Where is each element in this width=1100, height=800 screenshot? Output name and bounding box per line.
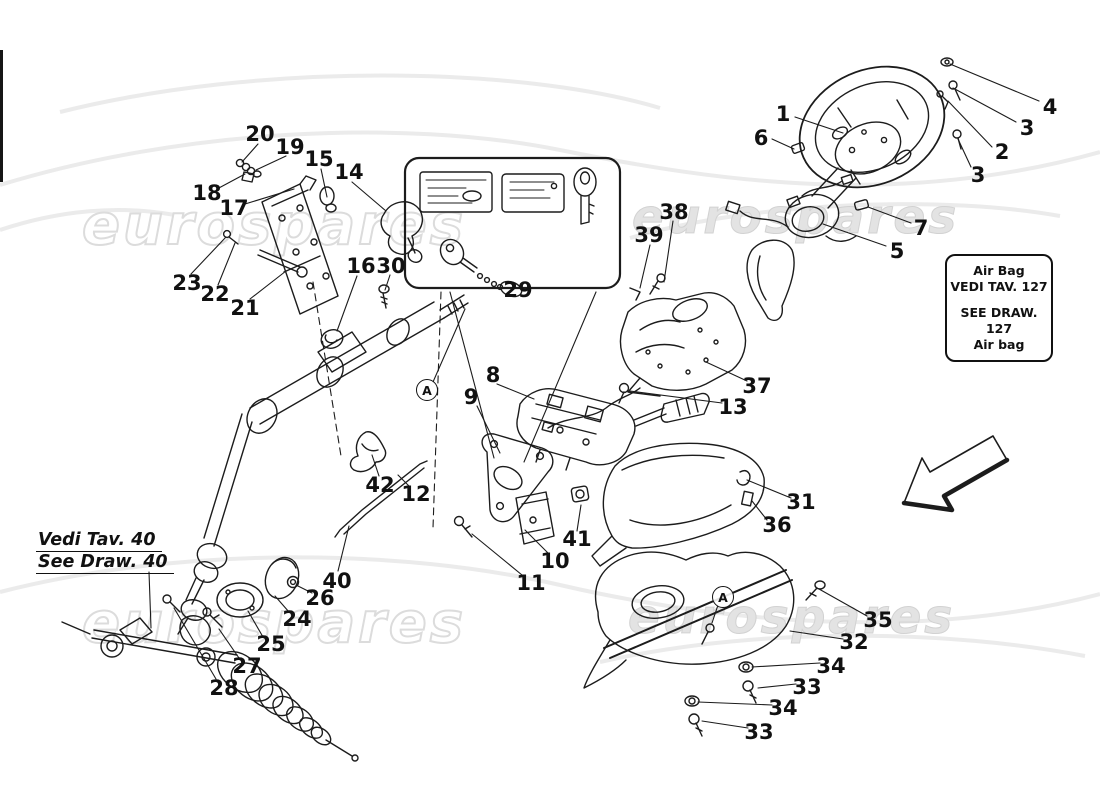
part-number-callout: 15 [304,147,334,171]
assembly-view-marker: A [416,379,438,401]
joint-cluster [162,556,300,628]
part-number-callout: 3 [1019,116,1035,140]
upper-shroud [591,442,765,567]
airbag-reference-box: Air Bag VEDI TAV. 127 SEE DRAW. 127 Air … [945,254,1053,363]
part-number-callout: 33 [744,720,774,744]
part-number-callout: 19 [275,135,305,159]
part-number-callout: 14 [334,160,364,184]
part-number-callout: 8 [485,363,501,387]
part-number-callout: 20 [245,122,275,146]
part-number-callout: 29 [503,278,533,302]
rack-note-line-it: Vedi Tav. 40 [36,530,162,552]
rack-reference-note: Vedi Tav. 40 See Draw. 40 [36,530,174,574]
part-number-callout: 3 [970,163,986,187]
part-number-callout: 34 [816,654,846,678]
part-number-callout: 22 [200,282,230,306]
part-number-callout: 17 [219,196,249,220]
part-number-callout: 38 [659,200,689,224]
direction-arrow [901,435,1010,513]
part-number-callout: 6 [753,126,769,150]
airbag-ref-it: VEDI TAV. 127 [950,278,1048,294]
column-bracket [619,292,747,397]
part-number-callout: 32 [839,630,869,654]
column-tube [177,294,469,635]
part-number-callout: 4 [1042,95,1058,119]
part-number-callout: 1 [775,102,791,126]
lower-shroud [583,551,826,737]
part-number-callout: 24 [282,607,312,631]
part-number-callout: 26 [305,586,335,610]
stalk-paddle [746,239,795,322]
part-number-callout: 33 [792,675,822,699]
part-number-callout: 30 [376,254,406,278]
part-number-callout: 42 [365,473,395,497]
part-number-callout: 35 [863,608,893,632]
part-number-callout: 34 [768,696,798,720]
part-number-callout: 36 [762,513,792,537]
part-number-callout: 10 [540,549,570,573]
part-number-callout: 7 [913,216,929,240]
airbag-title-it: Air Bag [973,263,1025,278]
part-number-callout: 28 [209,676,239,700]
part-number-callout: 37 [742,374,772,398]
part-number-callout: 11 [516,571,546,595]
airbag-ref-en: SEE DRAW. 127 [960,305,1038,336]
steering-rack [61,615,359,762]
part-number-callout: 39 [634,223,664,247]
part-number-callout: 31 [786,490,816,514]
part-number-callout: 27 [232,654,262,678]
part-number-callout: 41 [562,527,592,551]
airbag-title-en: Air bag [973,336,1025,352]
scan-edge-bar [0,50,3,182]
part-number-callout: 5 [889,239,905,263]
clock-spring [725,173,857,242]
part-number-callout: 9 [463,385,479,409]
part-number-callout: 13 [718,395,748,419]
assembly-view-marker: A [712,586,734,608]
dashed-lines [312,281,442,529]
upper-bracket-cluster [222,158,423,349]
switch-assembly [516,388,710,471]
part-number-callout: 2 [994,140,1010,164]
rack-note-line-en: See Draw. 40 [36,552,174,574]
part-number-callout: 21 [230,296,260,320]
part-number-callout: 40 [322,569,352,593]
part-number-callout: 25 [256,632,286,656]
key-card-box [403,156,622,298]
part-number-callout: 18 [192,181,222,205]
cap-and-rod [334,431,428,538]
part-number-callout: 23 [172,271,202,295]
part-number-callout: 16 [346,254,376,278]
part-number-callout: 12 [401,482,431,506]
leader-lines [148,63,1040,729]
